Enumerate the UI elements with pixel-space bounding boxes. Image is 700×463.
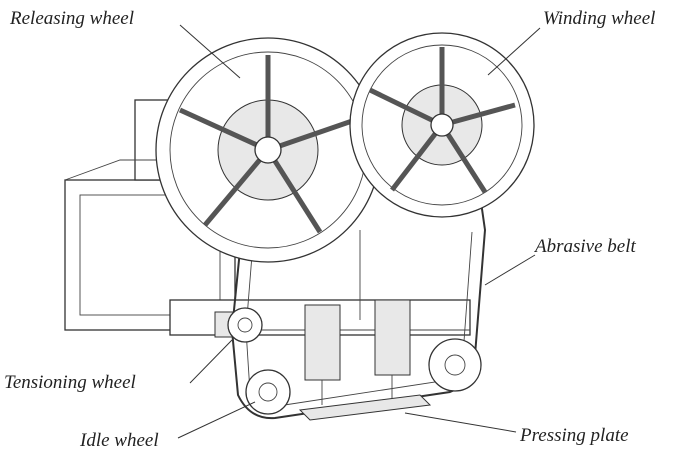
releasing-wheel	[155, 37, 381, 263]
cylinders	[304, 299, 411, 405]
tensioning-wheel-label: Tensioning wheel	[4, 372, 136, 393]
pressing-plate	[298, 394, 432, 421]
idle-wheel-label: Idle wheel	[80, 430, 159, 451]
idle-wheel-part	[245, 369, 291, 415]
winding-wheel-label: Winding wheel	[543, 8, 656, 29]
releasing-wheel-label: Releasing wheel	[10, 8, 134, 29]
tensioning-wheel-part	[214, 307, 263, 343]
winding-wheel	[349, 32, 535, 218]
right-idle-wheel-part	[428, 338, 482, 392]
abrasive-belt-label: Abrasive belt	[535, 236, 636, 257]
leader-lines	[177, 24, 541, 439]
pressing-plate-label: Pressing plate	[520, 425, 629, 446]
